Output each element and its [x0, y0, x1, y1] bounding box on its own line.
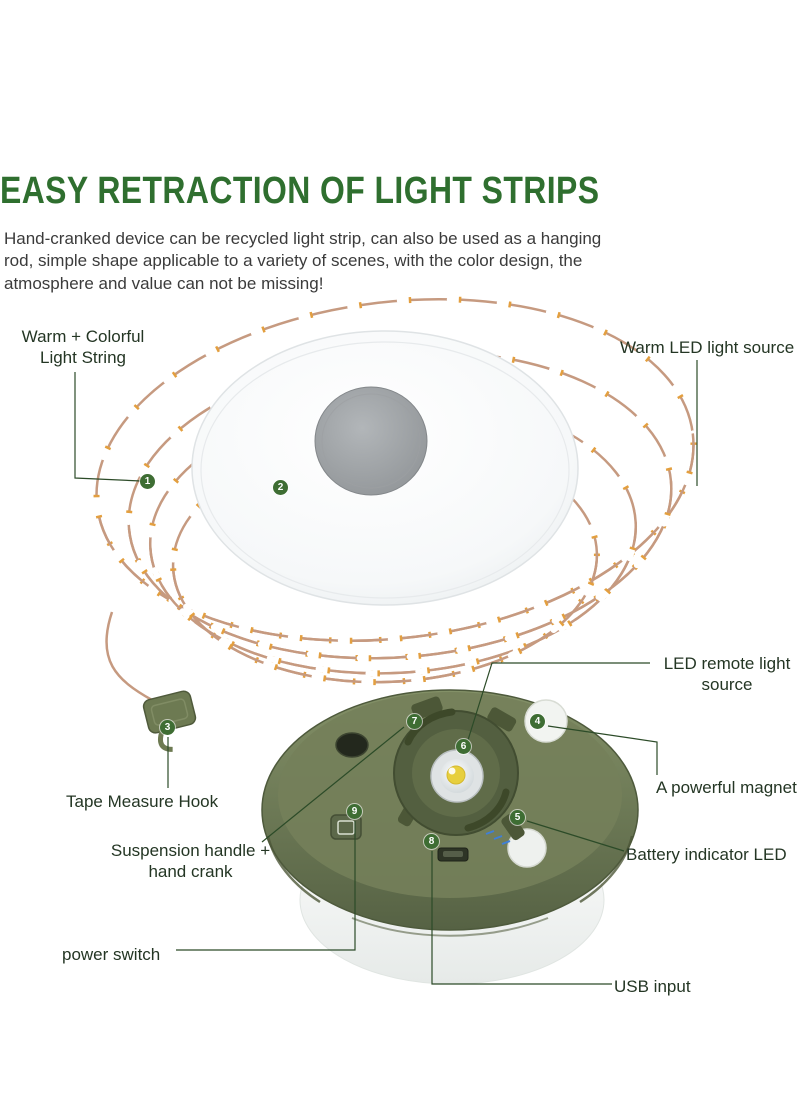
marker-3: 3	[160, 720, 175, 735]
page-title: EASY RETRACTION OF LIGHT STRIPS	[0, 170, 600, 212]
string-tail	[105, 611, 153, 702]
hanging-hole	[335, 732, 369, 758]
marker-7: 7	[407, 714, 422, 729]
marker-9: 9	[347, 804, 362, 819]
base-unit	[261, 689, 639, 937]
callout-label-battery-led: Battery indicator LED	[626, 845, 787, 864]
marker-6: 6	[456, 739, 471, 754]
marker-8: 8	[424, 834, 439, 849]
callout-label-tape-hook: Tape Measure Hook	[66, 792, 219, 811]
power-switch-icon	[330, 814, 362, 840]
marker-2: 2	[273, 480, 288, 495]
marker-5: 5	[510, 810, 525, 825]
callout-label-power-switch: power switch	[62, 945, 161, 964]
marker-1: 1	[140, 474, 155, 489]
callout-label-usb-input: USB input	[614, 977, 691, 996]
lamp-top	[191, 330, 579, 606]
callout-label-light-string: Warm + Colorful Light String	[21, 327, 145, 368]
callout-lines	[74, 360, 698, 985]
callout-label-suspension-crank: Suspension handle + hand crank	[110, 841, 271, 882]
battery-indicator-led	[485, 830, 511, 845]
description: Hand-cranked device can be recycled ligh…	[4, 229, 602, 293]
callout-label-warm-led: Warm LED light source	[620, 338, 795, 357]
light-string-coils-front	[94, 430, 697, 686]
marker-4: 4	[530, 714, 545, 729]
callout-label-magnet: A powerful magnet	[656, 778, 797, 797]
tape-hook	[142, 690, 197, 752]
magnet	[524, 699, 568, 743]
usb-port	[437, 847, 469, 862]
crank-mount	[393, 696, 525, 841]
callout-label-remote-led: LED remote light source	[663, 654, 791, 695]
